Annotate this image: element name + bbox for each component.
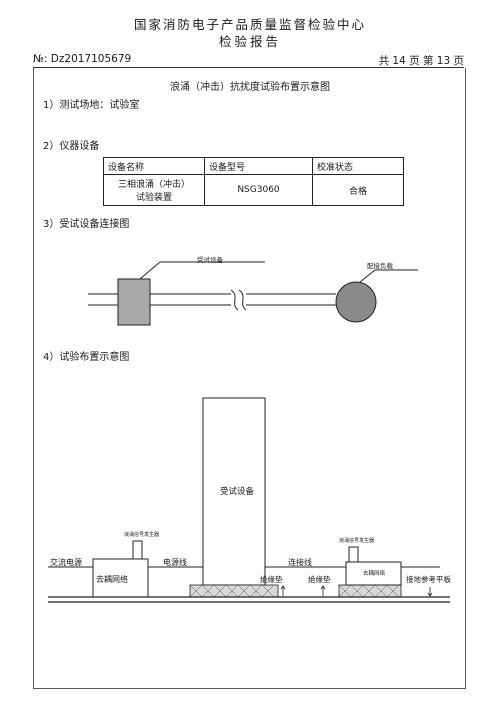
decoupling-label: 去耦网络 — [96, 575, 128, 584]
equipment-table: 设备名称 设备型号 校准状态 三相浪涌（冲击） 试验装置 NSG3060 合格 — [103, 157, 404, 206]
eut-insulation-pad — [189, 584, 279, 598]
load-circle — [335, 281, 377, 323]
insulator-arrowhead-left — [280, 585, 286, 590]
left-generator-box — [132, 540, 143, 560]
coupling-label: 去耦网络 — [363, 571, 386, 577]
right-generator-label: 浪涌信号发生器 — [339, 538, 375, 544]
right-generator-box — [348, 546, 359, 563]
power-line-label: 电源线 — [163, 558, 187, 567]
right-insulation-pad — [338, 584, 402, 598]
section-layout-diagram: 4）试验布置示意图 — [43, 352, 130, 363]
left-insulator-label: 绝缘垫 — [260, 575, 283, 584]
eut-box — [117, 278, 151, 326]
cell-equipment-name: 三相浪涌（冲击） 试验装置 — [103, 174, 205, 206]
ground-plane-label: 接地参考平板 — [406, 575, 451, 584]
ground-arrowhead — [427, 592, 433, 597]
layout-eut-label: 受试设备 — [220, 487, 255, 497]
insulator-arrowhead-right — [320, 585, 326, 590]
eut-tower — [202, 397, 266, 586]
page-info: 共 14 页 第 13 页 — [378, 55, 464, 67]
right-pad-hatch — [338, 584, 400, 598]
break-mark-left — [230, 289, 239, 311]
break-mark-right — [238, 289, 247, 311]
right-insulator-label: 绝缘垫 — [308, 575, 331, 584]
document-type: 检验报告 — [218, 34, 281, 49]
ac-supply-label: 交流电源 — [50, 558, 82, 567]
equipment-name-line1: 三相浪涌（冲击） — [117, 180, 190, 190]
connection-line-label: 连接线 — [288, 558, 312, 567]
coupling-box — [345, 561, 402, 586]
decoupling-box — [92, 558, 149, 598]
eut-leader — [139, 261, 161, 280]
left-generator-label: 浪涌信号发生器 — [124, 532, 160, 538]
page-title: 浪涌（冲击）抗扰度试验布置示意图 — [170, 82, 330, 93]
load-leader — [359, 269, 376, 283]
section-test-site: 1）测试场地：试验室 — [43, 100, 140, 111]
organization-name: 国家消防电子产品质量监督检验中心 — [133, 17, 366, 32]
page-frame — [33, 68, 466, 689]
table-row: 三相浪涌（冲击） 试验装置 NSG3060 合格 — [103, 174, 404, 206]
report-number: №: Dz2017105679 — [33, 53, 132, 65]
eut-label: 受试设备 — [197, 256, 223, 264]
load-label: 配接负载 — [367, 262, 393, 270]
eut-pad-hatch — [189, 584, 275, 598]
equipment-name-line2: 试验装置 — [135, 193, 172, 203]
header-rule — [33, 67, 464, 68]
section-instruments: 2）仪器设备 — [43, 141, 100, 152]
cell-calibration-status: 合格 — [312, 174, 404, 206]
section-connection-diagram: 3）受试设备连接图 — [43, 219, 130, 230]
